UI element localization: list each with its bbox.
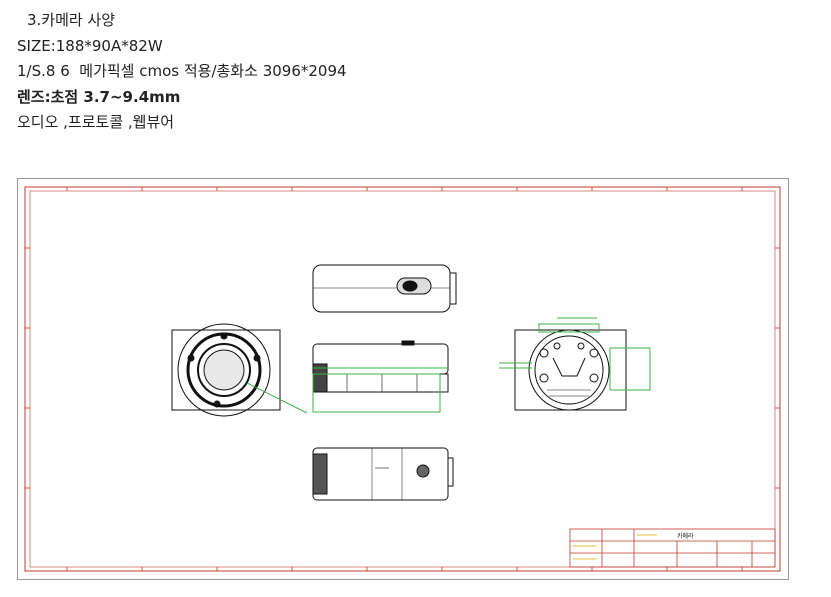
front-view-green-leader — [246, 382, 308, 414]
spec-size: SIZE:188*90A*82W — [17, 36, 163, 55]
title-block — [569, 528, 776, 568]
camera-top-view — [312, 264, 457, 313]
camera-bottom-view — [312, 447, 454, 501]
title-block-label: 카메라 — [677, 532, 694, 540]
border-ticks — [25, 187, 780, 571]
camera-side-view — [312, 340, 449, 393]
side-view-mount-bracket — [312, 367, 448, 413]
camera-rear-view — [514, 329, 627, 411]
camera-spec-text: 3.카메라 사양 SIZE:188*90A*82W 1/S.8 6 메가픽셀 c… — [17, 8, 347, 136]
drawing-inner-border — [29, 190, 776, 568]
spec-features: 오디오 ,프로토콜 ,웹뷰어 — [17, 113, 175, 131]
title-block-underlines — [573, 534, 657, 560]
spec-heading: 3.카메라 사양 — [27, 11, 116, 29]
camera-technical-drawing: 카메라 — [17, 178, 789, 580]
camera-front-view — [171, 323, 281, 417]
spec-sensor: 1/S.8 6 메가픽셀 cmos 적용/총화소 3096*2094 — [17, 62, 347, 80]
drawing-red-border — [24, 186, 781, 572]
drawing-outer-frame — [17, 178, 789, 580]
rear-view-green-dimensions — [499, 317, 651, 391]
spec-lens: 렌즈:초점 3.7~9.4mm — [17, 87, 181, 106]
